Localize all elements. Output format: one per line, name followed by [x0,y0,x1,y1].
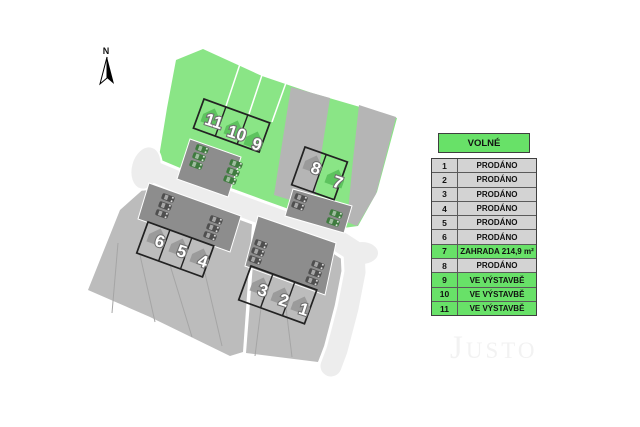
plot-divider [225,63,241,107]
house-block-11-10-9 [192,97,271,154]
plot-divider [139,254,156,323]
legend-row-6[interactable]: 6 PRODÁNO [432,229,536,244]
legend-row-number: 1 [432,159,458,173]
legend-row-status: PRODÁNO [476,261,518,271]
legend-row-status: VE VÝSTAVBĚ [469,275,525,285]
legend-row-number: 4 [432,201,458,216]
plot-divider [285,307,293,358]
legend-row-number: 2 [432,173,458,187]
legend-row-3[interactable]: 3 PRODÁNO [432,186,536,201]
legend-row-status: PRODÁNO [476,218,518,228]
driveway-11-10-9 [176,138,242,198]
legend-row-number: 6 [432,230,458,244]
legend-row-status: PRODÁNO [476,204,518,214]
legend-row-status: PRODÁNO [476,232,518,242]
north-arrow: N [99,46,114,86]
legend-row-1[interactable]: 1 PRODÁNO [432,159,536,173]
parcel-gray-plot8-strip [274,87,330,207]
plot-divider [271,79,288,123]
legend-row-number: 7 [432,244,458,259]
legend-row-number: 10 [432,287,458,301]
north-label: N [103,46,110,56]
legend-row-8[interactable]: 8 PRODÁNO [432,258,536,273]
legend-row-number: 8 [432,259,458,273]
justo-watermark: Justo [450,330,538,366]
legend-row-5[interactable]: 5 PRODÁNO [432,215,536,230]
legend-row-status: PRODÁNO [476,175,518,185]
legend-row-status: ZAHRADA 214,9 m² [460,246,534,256]
plot-divider [169,264,193,338]
plot-divider [254,299,263,357]
legend-row-number: 11 [432,301,458,316]
legend-row-status: PRODÁNO [476,189,518,199]
north-arrow-left [99,56,108,86]
legend-row-number: 3 [432,187,458,201]
legend-row-10[interactable]: 10 VE VÝSTAVBĚ [432,286,536,301]
parcel-gray-east-wedge [347,105,396,226]
legend-row-status: PRODÁNO [476,161,518,171]
legend-row-number: 9 [432,273,458,287]
legend-row-4[interactable]: 4 PRODÁNO [432,200,536,216]
legend-header-available: VOLNÉ [438,133,530,153]
plot-divider [199,251,223,347]
legend-row-2[interactable]: 2 PRODÁNO [432,172,536,187]
plot-divider [111,242,119,314]
legend-row-number: 5 [432,216,458,230]
road [139,159,366,377]
legend-row-status: VE VÝSTAVBĚ [469,304,525,314]
plot-divider [248,71,264,115]
legend-row-11[interactable]: 11 VE VÝSTAVBĚ [432,300,536,316]
legend-row-status: VE VÝSTAVBĚ [469,289,525,299]
north-arrow-right [107,57,114,84]
legend-row-9[interactable]: 9 VE VÝSTAVBĚ [432,272,536,287]
